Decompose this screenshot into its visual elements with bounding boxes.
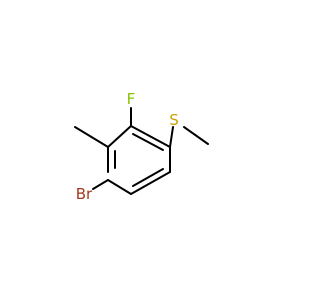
ring-double-bond-c3-c4	[132, 168, 164, 187]
ring-bond-c4-c5	[107, 179, 132, 195]
molecule-structure-diagram: F S Br	[74, 90, 209, 203]
bond-c3-sulfur	[169, 126, 174, 148]
benzene-ring	[107, 125, 171, 195]
bond-sulfur-methyl	[183, 126, 209, 145]
ring-bond-c6-c1	[107, 125, 132, 148]
bond-c5-bromine	[92, 179, 109, 190]
fluorine-atom-label: F	[127, 90, 136, 108]
bond-c1-methyl	[74, 126, 109, 148]
ring-bond-c3-c4	[130, 171, 171, 195]
ring-bond-c1-c2	[130, 125, 171, 148]
ring-double-bond-c1-c2	[132, 133, 164, 151]
sulfur-atom-label: S	[169, 111, 179, 129]
bromine-atom-label: Br	[76, 185, 93, 203]
